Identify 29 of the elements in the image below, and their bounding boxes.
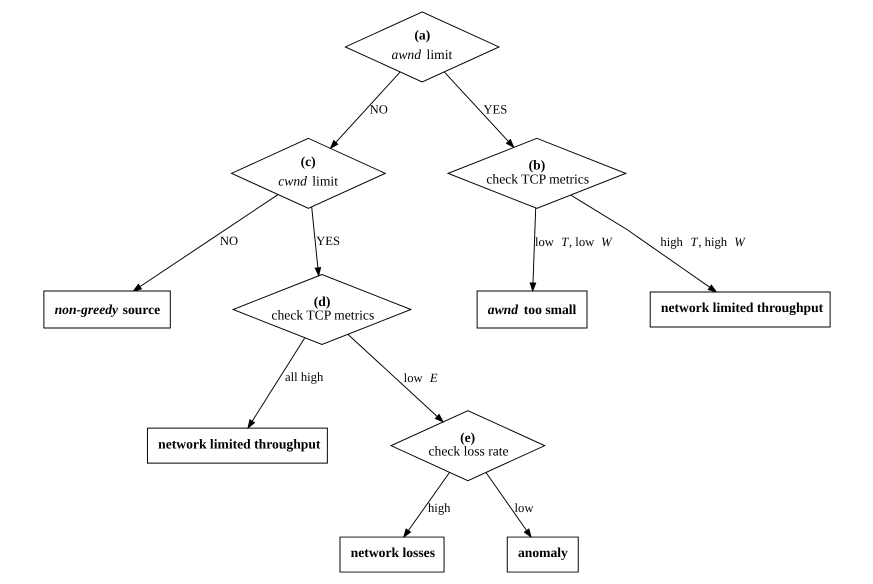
arrow xyxy=(310,206,321,278)
arrow xyxy=(132,194,278,292)
edge-label: NO xyxy=(369,102,388,116)
arrow xyxy=(329,72,400,150)
edge-label: high T, high W xyxy=(660,234,744,249)
arrow xyxy=(347,334,444,423)
node-box: network limited throughput xyxy=(146,428,328,464)
arrow xyxy=(529,208,536,292)
node-diamond: (d) check TCP metrics xyxy=(231,274,412,346)
arrow xyxy=(246,337,305,430)
edge-label: NO xyxy=(219,234,238,248)
edge-label: YES xyxy=(316,234,340,248)
node-box: anomaly xyxy=(506,536,578,573)
arrow xyxy=(570,194,717,293)
edge-label: all high xyxy=(284,370,323,384)
node-box: non-greedy source xyxy=(42,290,170,328)
node-diamond: (a) awnd limit xyxy=(344,11,500,82)
edge-label: YES xyxy=(482,102,507,116)
edge-label: high xyxy=(428,501,450,516)
node-diamond: (e) check loss rate xyxy=(389,410,546,482)
edge-label: low E xyxy=(403,371,438,386)
arrow xyxy=(485,472,532,538)
edge-label: low xyxy=(514,501,533,516)
node-box: network limited throughput xyxy=(649,292,830,328)
node-box: awnd too small xyxy=(476,290,587,328)
node-box: network losses xyxy=(339,536,444,573)
arrow xyxy=(443,71,514,148)
arrow xyxy=(402,472,450,538)
edge-label: low T, low W xyxy=(534,234,612,249)
